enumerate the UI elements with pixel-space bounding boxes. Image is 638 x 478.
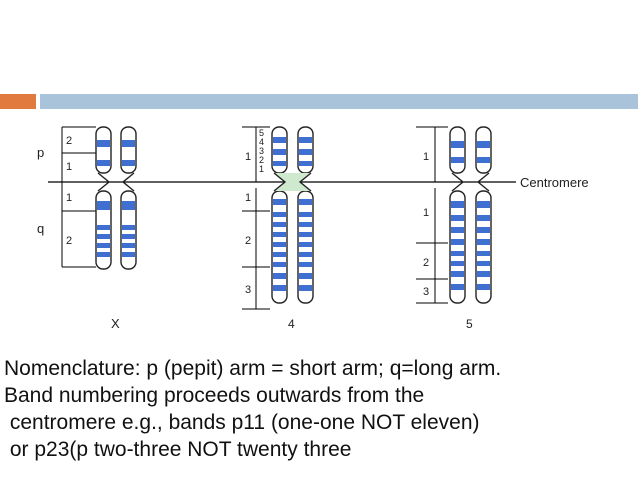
caption-line: Nomenclature: p (pepit) arm = short arm;… — [4, 357, 502, 380]
band-label: 4 — [259, 137, 264, 147]
caption-text: Nomenclature: p (pepit) arm = short arm;… — [4, 355, 636, 463]
band-label: 1 — [423, 207, 429, 219]
band-label: 2 — [259, 155, 264, 165]
chromosome-5: 1 1 2 3 — [416, 126, 492, 304]
band-label: 3 — [423, 286, 429, 298]
caption-line: Band numbering proceeds outwards from th… — [4, 384, 425, 407]
caption-line: centromere e.g., bands p11 (one-one NOT … — [4, 411, 480, 434]
band-label: 1 — [66, 192, 72, 204]
band-label: 2 — [66, 135, 72, 147]
band-label: 2 — [66, 235, 72, 247]
arm-label-q: q — [37, 221, 44, 236]
band-label: 2 — [423, 257, 429, 269]
chromosome-x: 2 1 1 2 — [61, 126, 137, 270]
band-label: 1 — [259, 164, 264, 174]
chromosome-label-x: X — [111, 316, 120, 331]
caption-line: or p23(p two-three NOT twenty three — [4, 438, 352, 461]
slide-accent-blue-bar — [40, 94, 638, 109]
slide-accent-orange — [0, 94, 36, 109]
chromosome-diagram: Centromere p q 2 1 1 2 — [37, 126, 589, 331]
band-label: 2 — [245, 235, 251, 247]
band-label: 1 — [423, 151, 429, 163]
band-label: 5 — [259, 128, 264, 138]
band-label: 1 — [245, 151, 251, 163]
band-label: 3 — [245, 284, 251, 296]
chromosome-label-4: 4 — [288, 317, 295, 331]
band-label: 1 — [245, 192, 251, 204]
arm-label-p: p — [37, 145, 44, 160]
centromere-label: Centromere — [520, 175, 589, 190]
band-label: 1 — [66, 161, 72, 173]
band-label: 3 — [259, 146, 264, 156]
chromosome-4: 5 4 3 2 1 1 1 2 3 — [242, 126, 314, 310]
chromosome-label-5: 5 — [466, 317, 473, 331]
